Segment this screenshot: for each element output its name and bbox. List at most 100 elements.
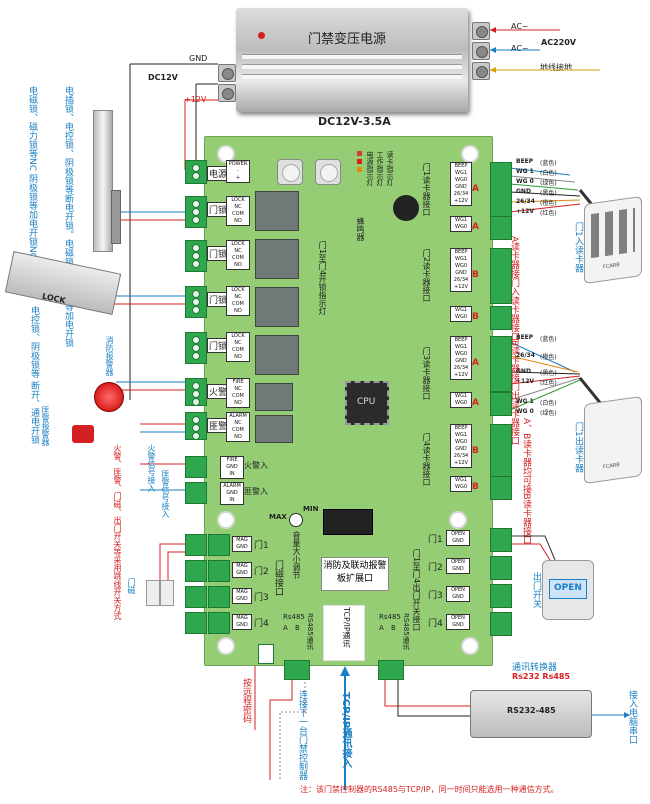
push-button <box>315 159 341 185</box>
power-supply: 门禁变压电源 <box>218 8 490 112</box>
volume-knob[interactable] <box>289 513 303 527</box>
reader-side-letter: A <box>472 358 479 368</box>
exit-terminal-block[interactable] <box>490 584 512 608</box>
dc12v-label: DC12V <box>148 73 178 82</box>
fire-alarm-label: 消防报警器 <box>105 336 114 376</box>
exit-button[interactable]: OPEN <box>542 560 594 620</box>
reader-terminal-block[interactable] <box>490 392 512 416</box>
reader-terminal-block[interactable] <box>490 248 512 304</box>
left-terminal-block[interactable] <box>185 286 207 318</box>
door-input-label: 门3 <box>254 593 269 603</box>
psu-indicator <box>258 32 265 39</box>
door-input-terminal[interactable] <box>208 612 230 634</box>
wire-label: GND <box>516 188 531 195</box>
terminal-screw <box>192 416 200 424</box>
door-input-terminal[interactable] <box>185 560 207 582</box>
wire-color: (蓝色) <box>540 160 557 167</box>
tcp-label: TCP/IP通讯 <box>342 607 351 648</box>
rs485-right-connector[interactable] <box>378 660 404 680</box>
terminal-screw <box>192 216 200 224</box>
keypad-keys <box>591 207 635 259</box>
fire-input-label: 火警信号接入 <box>147 444 156 492</box>
footer-note: 注：该门禁控制器的RS485与TCP/IP，同一时间只能选用一种通信方式。 <box>300 785 559 794</box>
door-exit-label: 门4 <box>428 619 443 629</box>
reader-side-letter: A <box>472 222 479 232</box>
ab-left-b: B <box>295 624 300 632</box>
wire-color: (绿色) <box>540 180 557 187</box>
wire-color: (橙色) <box>540 354 557 361</box>
rs232-485-converter: RS232-485 <box>470 690 592 738</box>
panic-input-label: 匪警信号接入 <box>161 470 170 518</box>
push-connector[interactable] <box>258 644 274 664</box>
magnetic-lock-plate <box>111 190 121 244</box>
rs485-left-connector[interactable] <box>284 660 310 680</box>
reader-terminal-block[interactable] <box>490 306 512 330</box>
door-sensor-label: 门磁 <box>127 578 136 594</box>
pc-port-label: 接入电脑串口 <box>627 690 637 744</box>
wire-color: (黑色) <box>540 370 557 377</box>
reader-terminal-block[interactable] <box>490 336 512 392</box>
left-terminal-block[interactable] <box>185 378 207 406</box>
mount-hole <box>461 637 479 655</box>
left-terminal-block[interactable] <box>185 196 207 228</box>
input-terminal-block[interactable] <box>185 482 207 504</box>
power-led <box>357 151 362 156</box>
reader-terminal-block[interactable] <box>490 476 512 500</box>
reader-side-letter: A <box>472 398 479 408</box>
work-led <box>357 159 362 164</box>
left-terminal-block[interactable] <box>185 160 207 184</box>
door-input-terminal[interactable] <box>185 534 207 556</box>
ext-port-header[interactable] <box>323 509 373 535</box>
terminal-screw <box>192 290 200 298</box>
door-input-terminal[interactable] <box>185 586 207 608</box>
door-input-terminal[interactable] <box>208 534 230 556</box>
ac1-label: AC~ <box>511 22 529 31</box>
terminal-screw <box>192 390 200 398</box>
card-led-label: 读卡指示灯 <box>386 151 394 186</box>
next-controller-label: 连接下一台门禁控制器 <box>297 690 307 780</box>
wire-label: WG 1 <box>516 398 534 405</box>
reader-terminal-block[interactable] <box>490 216 512 240</box>
psu-stripe <box>242 64 462 69</box>
lock-contact-note: 电磁锁、磁力锁等NC 阴极锁等加电开锁NO <box>27 86 37 260</box>
left-terminal-block[interactable] <box>185 332 207 364</box>
left-terminal-block[interactable] <box>185 412 207 440</box>
door-input-terminal[interactable] <box>208 560 230 582</box>
pot-min: MIN <box>303 505 319 513</box>
rs485-note-right: RS485通讯 <box>402 613 410 650</box>
terminal-screw <box>192 208 200 216</box>
terminal-screw <box>192 200 200 208</box>
psu-terminal <box>472 22 490 40</box>
exit-terminal-block[interactable] <box>490 556 512 580</box>
rs485-note-left: RS485通讯 <box>306 613 314 650</box>
left-terminal-block[interactable] <box>185 240 207 272</box>
ab-left-a: A <box>283 624 288 632</box>
psu-terminal <box>472 42 490 60</box>
work-led-label: 工作指示灯 <box>376 151 384 186</box>
reader-terminal-block[interactable] <box>490 162 512 218</box>
exit-terminal-block[interactable] <box>490 612 512 636</box>
wire-color: (黑色) <box>540 190 557 197</box>
input-terminal-block[interactable] <box>185 456 207 478</box>
push-button <box>277 159 303 185</box>
tcp-port[interactable] <box>323 605 365 661</box>
door-input-terminal[interactable] <box>185 612 207 634</box>
relay-fire <box>255 383 293 411</box>
door-input-terminal[interactable] <box>208 586 230 608</box>
exit-terminal-block[interactable] <box>490 528 512 552</box>
converter-title: 通讯转换器 <box>512 663 558 673</box>
reader-side-note-1: A读卡器接门入读卡器接口 <box>509 236 519 342</box>
